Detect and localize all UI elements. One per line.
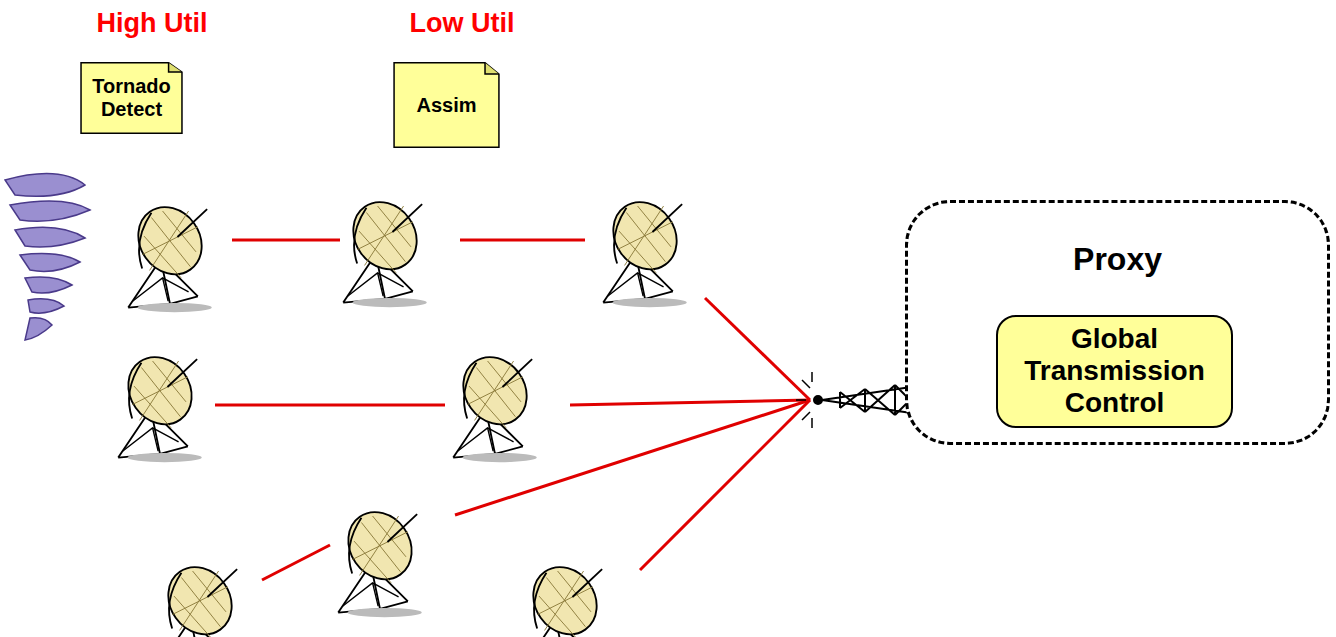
node-label: Assim	[416, 94, 476, 117]
proxy-region: ProxyGlobal Transmission Control	[905, 200, 1330, 445]
link-lines	[215, 240, 810, 580]
node-label: Global Transmission Control	[1008, 323, 1221, 420]
sticky-note: Tornado Detect	[80, 62, 183, 134]
utility-label: Low Util	[410, 8, 515, 39]
radar-dishes	[115, 190, 689, 637]
tornado-icon	[5, 174, 90, 340]
utility-label: High Util	[97, 8, 208, 39]
process-box: Global Transmission Control	[996, 315, 1233, 428]
sticky-note: Assim	[393, 62, 500, 148]
node-label: Tornado Detect	[88, 75, 175, 121]
region-title: Proxy	[908, 241, 1327, 278]
